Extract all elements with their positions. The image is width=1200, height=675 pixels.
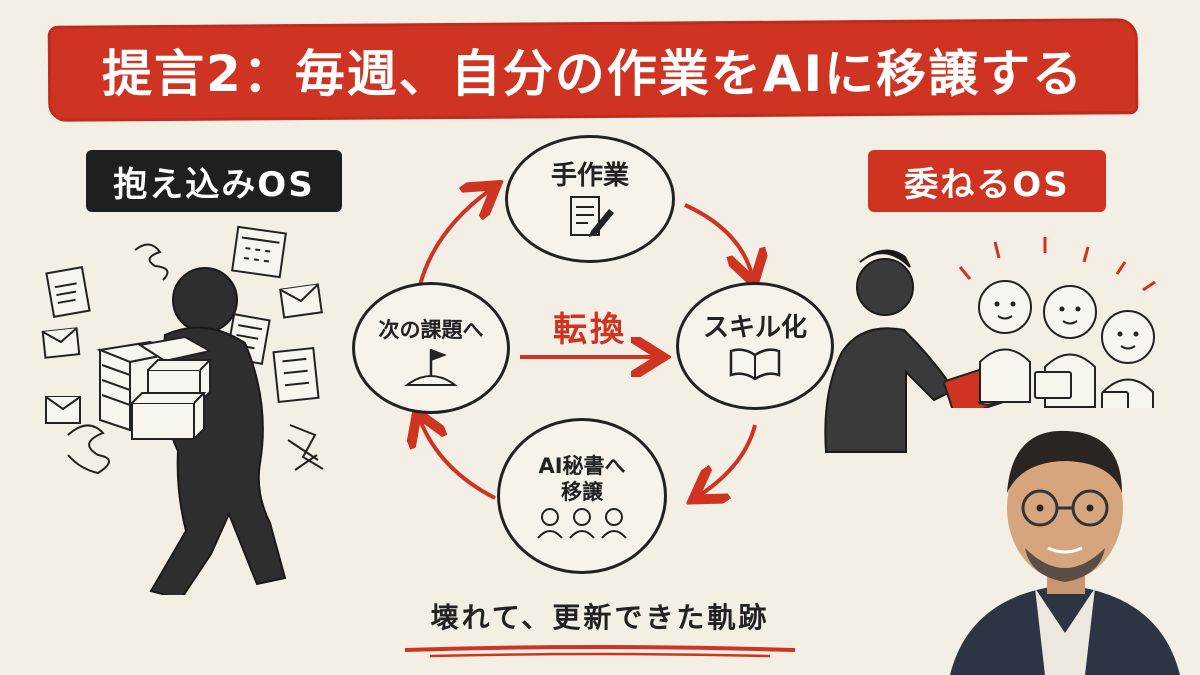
center-transition-label: 転換 [553, 310, 627, 350]
label-delegating-os: 委ねるOS [868, 150, 1106, 212]
arrow-left-to-top [418, 190, 490, 286]
arrow-bottom-to-left [420, 420, 496, 500]
caption: 壊れて、更新できた軌跡 [430, 601, 770, 634]
node-manual-work-label: 手作業 [550, 161, 629, 191]
node-skillify-label: スキル化 [702, 313, 807, 343]
arrow-right-to-bottom [700, 424, 757, 495]
man-with-glasses-portrait [930, 408, 1200, 675]
node-delegate-ai-line2: 移譲 [561, 480, 603, 505]
arrow-top-to-right [684, 203, 752, 275]
label-hoarding-os: 抱え込みOS [86, 150, 342, 212]
open-book-icon [729, 347, 781, 381]
node-delegate-ai: AI秘書へ 移譲 [497, 418, 667, 574]
node-delegate-ai-line1: AI秘書へ [538, 454, 626, 478]
page-title: 提言2：毎週、自分の作業をAIに移譲する [101, 45, 1085, 103]
node-next-task: 次の課題へ [352, 282, 510, 414]
node-manual-work: 手作業 [505, 135, 675, 263]
document-pencil-icon [570, 195, 614, 237]
overwhelmed-person-illustration [41, 225, 324, 595]
flag-on-hill-icon [403, 349, 459, 387]
node-skillify: スキル化 [676, 282, 834, 410]
node-next-task-label: 次の課題へ [378, 318, 484, 342]
caption-underline [404, 645, 796, 658]
three-people-icon [537, 507, 627, 539]
speaker-portrait [930, 408, 1200, 675]
